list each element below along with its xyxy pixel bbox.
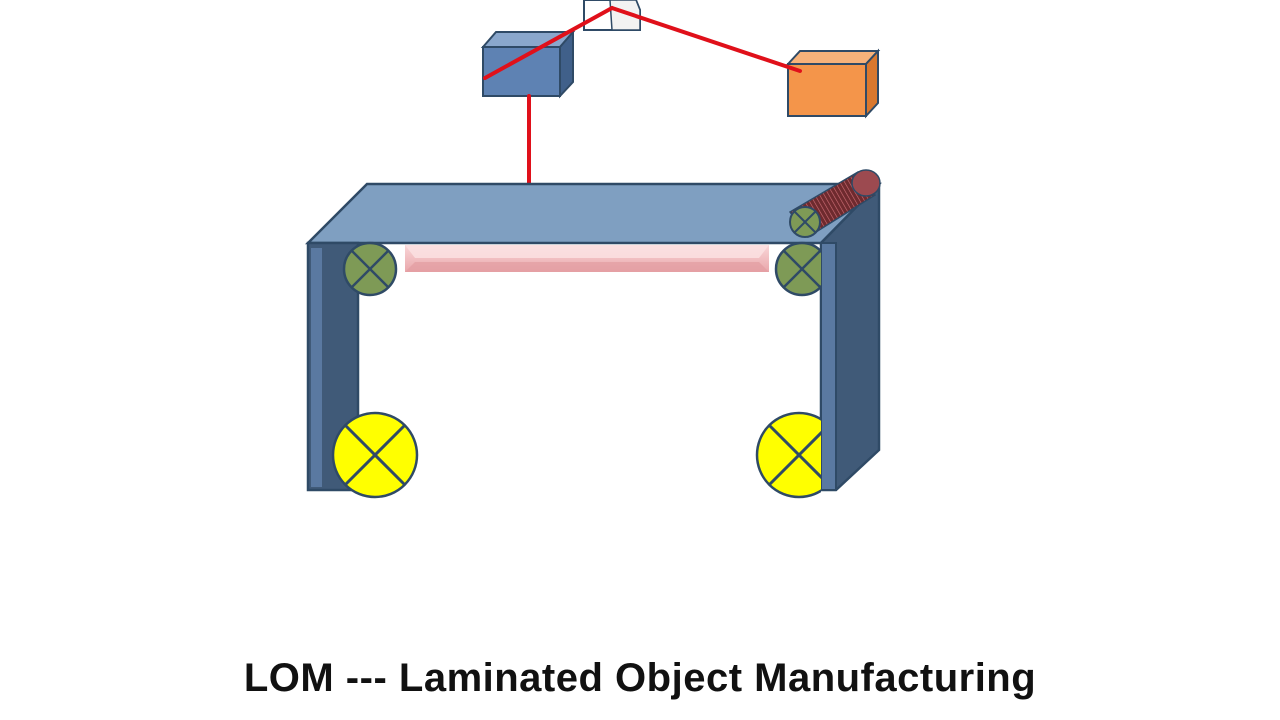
large-roller-left	[331, 411, 419, 499]
laser-source-box	[480, 29, 576, 99]
material-roll	[788, 169, 881, 239]
laser-beam	[483, 6, 802, 194]
small-roller-right	[774, 241, 821, 297]
small-roller-left	[342, 241, 398, 297]
laminate-sheet	[405, 245, 769, 272]
laser-generator-box	[785, 48, 881, 119]
diagram-caption: LOM --- Laminated Object Manufacturing	[243, 656, 1037, 700]
large-roller-right	[755, 411, 821, 499]
